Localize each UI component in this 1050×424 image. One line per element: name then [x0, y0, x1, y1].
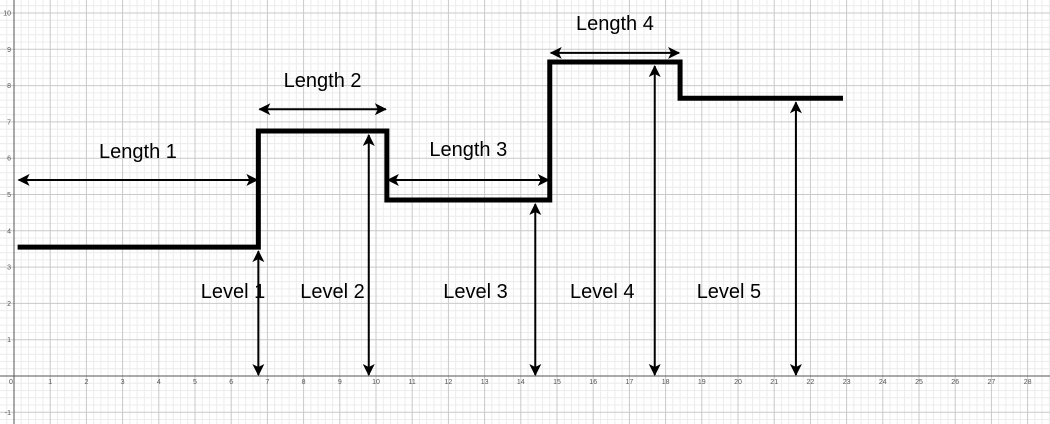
length-label: Length 3	[429, 139, 507, 161]
y-tick-label: 5	[7, 192, 11, 199]
step-line	[17, 59, 843, 250]
x-tick-label: 7	[265, 379, 269, 386]
x-tick-label: 13	[481, 379, 489, 386]
y-tick-label: 3	[7, 265, 11, 272]
x-tick-label: 20	[734, 379, 742, 386]
level-label: Level 3	[443, 281, 508, 303]
x-tick-label: 21	[770, 379, 778, 386]
x-tick-label: 8	[302, 379, 306, 386]
x-tick-label: 9	[338, 379, 342, 386]
x-tick-label: 1	[48, 379, 52, 386]
x-tick-label: 14	[517, 379, 525, 386]
x-tick-label: 12	[445, 379, 453, 386]
x-tick-label: 10	[372, 379, 380, 386]
x-tick-label: 24	[879, 379, 887, 386]
x-tick-label: 28	[1024, 379, 1032, 386]
y-tick-label: 7	[7, 119, 11, 126]
x-tick-label: 23	[843, 379, 851, 386]
length-label: Length 4	[576, 13, 654, 35]
y-tick-label: 4	[7, 228, 11, 235]
labels: Length 1 Length 2 Length 3 Length 4 Level 1 L…	[99, 13, 761, 303]
x-tick-label: 16	[589, 379, 597, 386]
level-label: Level 4	[570, 281, 635, 303]
length-arrows	[17, 46, 681, 186]
x-tick-label: 17	[626, 379, 634, 386]
level-arrows	[252, 65, 802, 376]
x-tick-label: 11	[409, 379, 416, 386]
y-tick-label: 1	[7, 337, 11, 344]
level-label: Level 5	[697, 281, 762, 303]
x-tick-label: 27	[988, 379, 996, 386]
y-tick-label: 10	[3, 11, 11, 18]
x-tick-label: 2	[84, 379, 88, 386]
y-tick-label: 9	[7, 47, 11, 54]
step-profile	[17, 59, 843, 250]
y-tick-label: 2	[7, 301, 11, 308]
x-tick-label: 22	[807, 379, 815, 386]
x-tick-label: 25	[915, 379, 923, 386]
x-tick-label: 3	[121, 379, 125, 386]
length-label: Length 2	[284, 70, 362, 92]
x-tick-label: 5	[193, 379, 197, 386]
y-tick-label: 8	[7, 83, 11, 90]
level-label: Level 1	[201, 281, 266, 303]
y-tick-label: -1	[5, 410, 11, 417]
x-tick-label: 15	[553, 379, 561, 386]
x-tick-label: 4	[157, 379, 161, 386]
x-tick-label: 26	[951, 379, 959, 386]
x-tick-label: 0	[9, 379, 13, 386]
y-tick-label: 6	[7, 156, 11, 163]
level-label: Level 2	[300, 281, 365, 303]
x-tick-label: 19	[698, 379, 706, 386]
x-tick-label: 18	[662, 379, 670, 386]
length-label: Length 1	[99, 141, 177, 163]
x-tick-label: 6	[229, 379, 233, 386]
